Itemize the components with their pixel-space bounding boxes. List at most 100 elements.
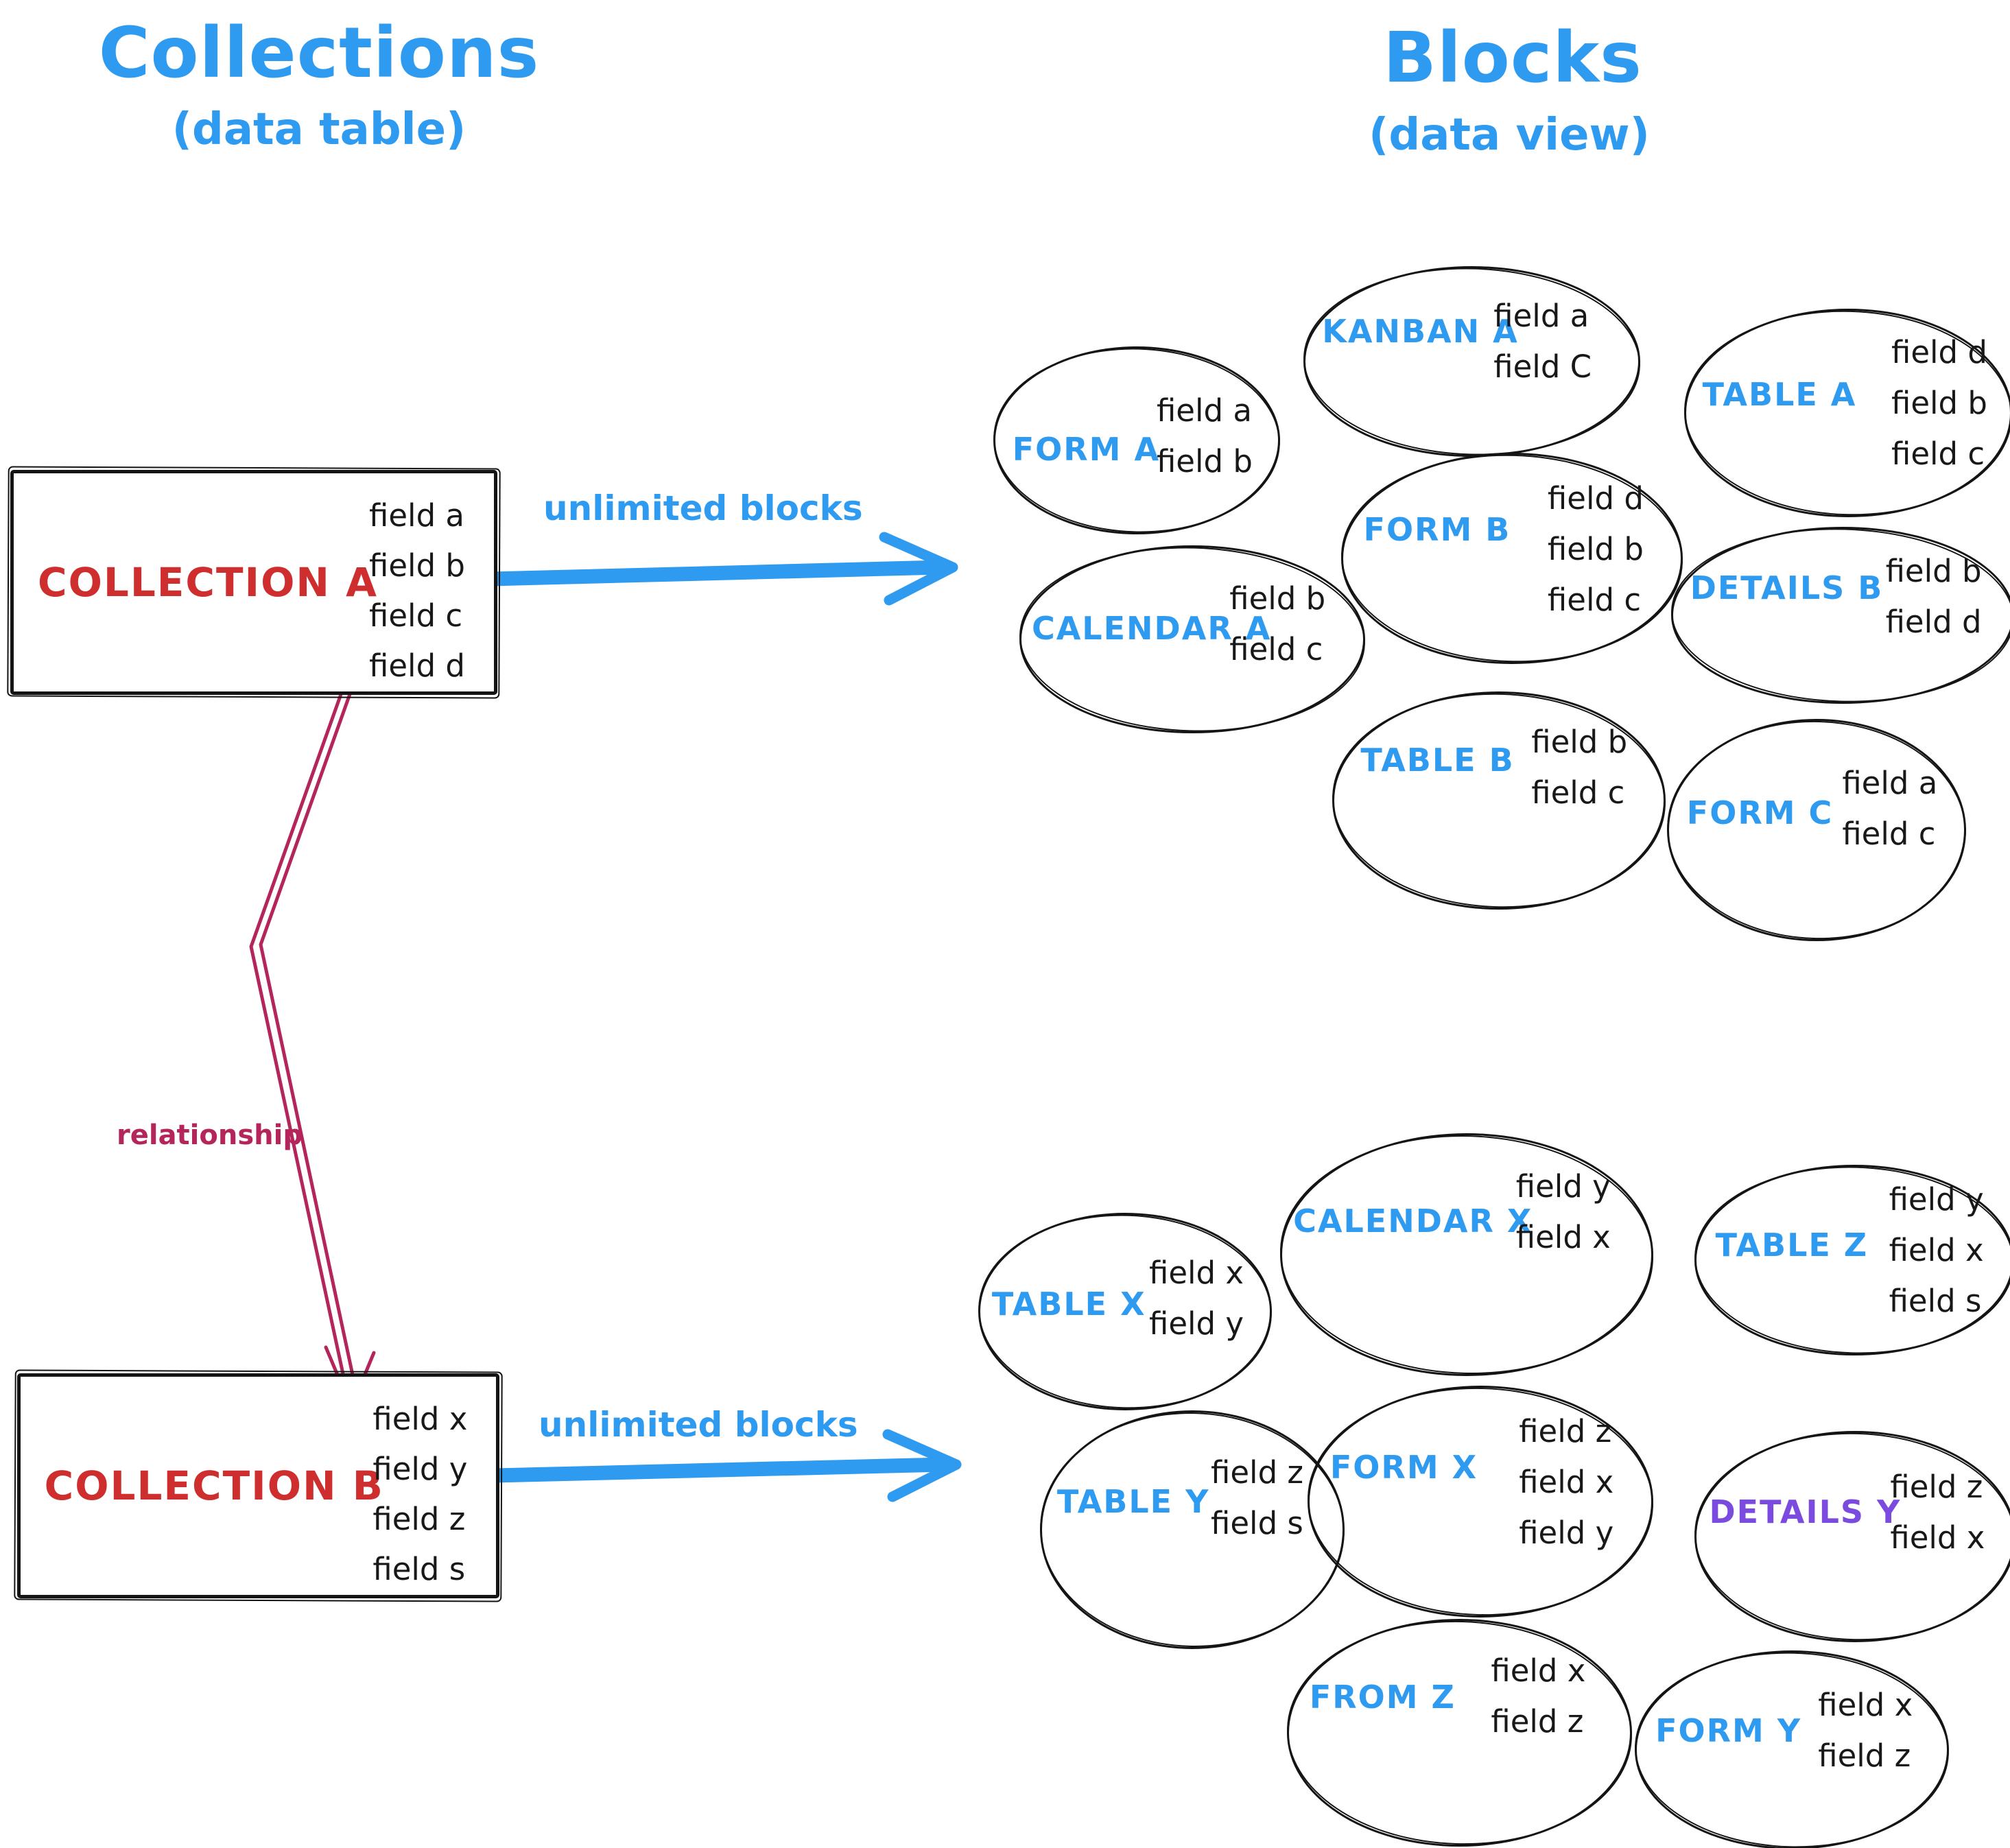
field-item: field x bbox=[1148, 1254, 1244, 1291]
unlimited-blocks-label-bottom: unlimited blocks bbox=[539, 1405, 858, 1445]
block-fields: field b field d bbox=[1886, 546, 1982, 648]
field-item: field x bbox=[373, 1401, 468, 1438]
field-item: field x bbox=[1818, 1686, 1913, 1723]
block-fields: field y field x field s bbox=[1889, 1174, 1984, 1327]
block-ellipse-from-z: FROM Z field x field z bbox=[1287, 1619, 1632, 1847]
field-item: field a bbox=[1493, 297, 1589, 334]
field-item: field b bbox=[1891, 384, 1987, 421]
block-label: FROM Z bbox=[1309, 1678, 1456, 1716]
field-item: field b bbox=[1229, 580, 1326, 617]
field-item: field b bbox=[1547, 531, 1644, 568]
block-fields: field d field b field c bbox=[1548, 473, 1644, 626]
blocks-title: Blocks bbox=[1383, 17, 1642, 99]
unlimited-blocks-arrow-top bbox=[484, 532, 958, 606]
field-item: field d bbox=[1547, 480, 1644, 517]
block-ellipse-form-a: FORM A field a field b bbox=[993, 346, 1280, 534]
block-label: CALENDAR A bbox=[1031, 609, 1272, 647]
block-ellipse-form-x: FORM X field z field x field y bbox=[1308, 1386, 1653, 1618]
field-item: field c bbox=[369, 597, 463, 635]
collection-a-title: COLLECTION A bbox=[38, 559, 379, 606]
block-label: TABLE X bbox=[991, 1285, 1146, 1323]
block-label: TABLE Z bbox=[1715, 1227, 1869, 1264]
block-ellipse-details-y: DETAILS Y field z field x bbox=[1694, 1431, 2010, 1642]
field-item: field z bbox=[1211, 1454, 1304, 1491]
field-item: field a bbox=[369, 497, 465, 534]
block-label: FORM A bbox=[1012, 431, 1161, 469]
block-fields: field z field x bbox=[1890, 1462, 1985, 1563]
block-ellipse-table-z: TABLE Z field y field x field s bbox=[1694, 1165, 2010, 1355]
block-label: DETAILS B bbox=[1690, 569, 1884, 606]
field-item: field a bbox=[1842, 765, 1938, 802]
field-item: field b bbox=[1885, 553, 1982, 590]
block-label: FORM C bbox=[1686, 794, 1834, 831]
field-item: field C bbox=[1493, 348, 1592, 385]
block-label: FORM X bbox=[1329, 1449, 1478, 1486]
field-item: field d bbox=[369, 648, 465, 685]
block-fields: field y field x bbox=[1516, 1161, 1611, 1263]
field-item: field y bbox=[373, 1451, 468, 1488]
field-item: field s bbox=[373, 1551, 466, 1588]
block-fields: field a field c bbox=[1842, 758, 1937, 860]
field-item: field x bbox=[1515, 1219, 1611, 1256]
block-label: FORM B bbox=[1363, 510, 1511, 548]
block-ellipse-table-x: TABLE X field x field y bbox=[978, 1213, 1272, 1410]
block-label: TABLE Y bbox=[1056, 1482, 1210, 1520]
relationship-label: relationship bbox=[117, 1120, 303, 1151]
block-label: KANBAN A bbox=[1322, 313, 1519, 351]
collection-a-box: COLLECTION A field a field b field c fie… bbox=[10, 470, 497, 695]
block-ellipse-table-y: TABLE Y field z field s bbox=[1040, 1410, 1345, 1649]
block-ellipse-table-a: TABLE A field d field b field c bbox=[1684, 309, 2010, 517]
unlimited-blocks-label-top: unlimited blocks bbox=[543, 488, 863, 528]
block-fields: field d field b field c bbox=[1891, 327, 1987, 479]
block-label: TABLE B bbox=[1360, 741, 1515, 779]
field-item: field c bbox=[1229, 630, 1323, 667]
field-item: field c bbox=[1531, 774, 1625, 812]
block-fields: field x field z bbox=[1818, 1680, 1913, 1781]
block-ellipse-form-b: FORM B field d field b field c bbox=[1341, 453, 1683, 664]
field-item: field x bbox=[1890, 1519, 1985, 1556]
field-item: field c bbox=[1547, 582, 1642, 619]
field-item: field a bbox=[1156, 392, 1252, 429]
block-fields: field x field z bbox=[1491, 1646, 1585, 1747]
collections-title: Collections bbox=[98, 12, 540, 94]
block-ellipse-kanban-a: KANBAN A field a field C bbox=[1303, 266, 1640, 457]
collection-b-title: COLLECTION B bbox=[44, 1462, 385, 1509]
field-item: field z bbox=[1890, 1469, 1983, 1506]
block-fields: field z field s bbox=[1211, 1447, 1303, 1549]
field-item: field d bbox=[1891, 333, 1987, 370]
block-ellipse-table-b: TABLE B field b field c bbox=[1332, 691, 1666, 910]
field-item: field s bbox=[1211, 1505, 1303, 1542]
block-label: CALENDAR X bbox=[1293, 1203, 1533, 1240]
field-item: field z bbox=[1491, 1703, 1584, 1740]
block-fields: field b field c bbox=[1531, 717, 1627, 818]
block-fields: field a field b bbox=[1157, 386, 1253, 487]
field-item: field x bbox=[1519, 1463, 1614, 1500]
field-item: field b bbox=[1531, 724, 1628, 761]
field-item: field c bbox=[1842, 816, 1936, 853]
field-item: field c bbox=[1891, 435, 1985, 472]
field-item: field y bbox=[1515, 1168, 1611, 1205]
block-label: TABLE A bbox=[1702, 376, 1857, 414]
field-item: field z bbox=[1519, 1412, 1612, 1449]
block-fields: field z field x field y bbox=[1519, 1406, 1613, 1559]
block-fields: field a field C bbox=[1493, 291, 1592, 392]
field-item: field x bbox=[1491, 1652, 1586, 1689]
block-ellipse-calendar-x: CALENDAR X field y field x bbox=[1280, 1133, 1653, 1376]
block-ellipse-form-y: FORM Y field x field z bbox=[1635, 1650, 1949, 1848]
block-ellipse-details-b: DETAILS B field b field d bbox=[1671, 527, 2010, 704]
field-item: field d bbox=[1885, 604, 1982, 641]
collection-a-fields: field a field b field c field d bbox=[369, 490, 465, 691]
blocks-subtitle: (data view) bbox=[1369, 110, 1650, 161]
collections-subtitle: (data table) bbox=[172, 104, 466, 155]
field-item: field y bbox=[1519, 1514, 1614, 1551]
block-label: DETAILS Y bbox=[1709, 1493, 1902, 1530]
block-ellipse-calendar-a: CALENDAR A field b field c bbox=[1019, 545, 1365, 733]
field-item: field z bbox=[373, 1501, 466, 1538]
relationship-arrow bbox=[249, 690, 376, 1410]
block-label: FORM Y bbox=[1655, 1711, 1802, 1749]
field-item: field y bbox=[1148, 1305, 1244, 1342]
field-item: field b bbox=[369, 547, 465, 584]
block-fields: field b field c bbox=[1229, 573, 1325, 675]
